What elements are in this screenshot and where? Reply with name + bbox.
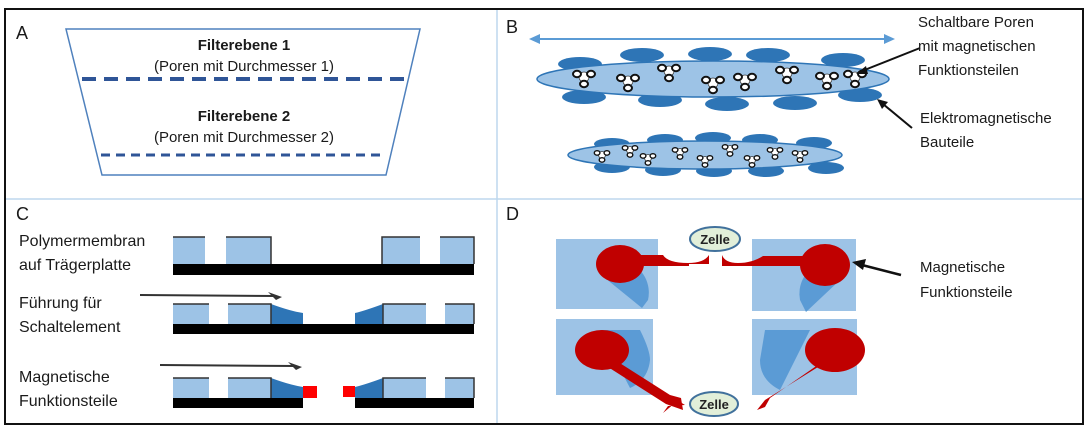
switchable-pore-icon xyxy=(791,149,809,163)
filter-trapezoid xyxy=(65,28,421,176)
layer2-subtitle: (Poren mit Durchmesser 2) xyxy=(154,129,334,146)
switch-bottom-right xyxy=(752,319,865,410)
switchable-pore-icon xyxy=(671,146,689,160)
row1-label-line2: auf Trägerplatte xyxy=(19,257,131,274)
guide-element-left xyxy=(271,304,303,324)
electromagnetic-part xyxy=(773,96,817,110)
switchable-pore-icon xyxy=(721,143,739,157)
panel-b-letter: B xyxy=(506,17,518,37)
switchable-pore-icon xyxy=(743,154,761,168)
guide-element-right xyxy=(355,304,383,324)
cell-bottom: Zelle xyxy=(689,391,739,417)
callout-arrow-pores xyxy=(861,47,921,72)
carrier-plate xyxy=(173,264,474,275)
callout-pores-line2: mit magnetischen xyxy=(918,38,1036,55)
panel-c: C Polymermembran auf Trägerplatte Führun… xyxy=(16,204,475,410)
electromagnetic-part xyxy=(838,88,882,102)
arrow-head-icon xyxy=(288,362,302,370)
callout-em-line2: Bauteile xyxy=(920,134,974,151)
electromagnetic-part xyxy=(705,97,749,111)
row3-membrane xyxy=(173,377,475,408)
layer1-subtitle: (Poren mit Durchmesser 1) xyxy=(154,58,334,75)
switchable-pore-icon xyxy=(701,75,725,95)
electromagnetic-part xyxy=(562,90,606,104)
callout-arrow-electromagnetic xyxy=(882,103,913,129)
panel-b: B Schaltbare Poren mit magnetischen Funk… xyxy=(506,14,1052,177)
panel-c-letter: C xyxy=(16,204,29,224)
membrane-large xyxy=(536,47,890,111)
switchable-pore-icon xyxy=(621,144,639,158)
row2-label-line2: Schaltelement xyxy=(19,319,121,336)
row1-label-line1: Polymermembran xyxy=(19,233,145,250)
arrow-head-icon xyxy=(852,259,866,270)
switchable-pore-icon xyxy=(775,65,799,85)
callout-em-line1: Elektromagnetische xyxy=(920,110,1052,127)
electromagnetic-part xyxy=(808,162,844,174)
switch-bottom-left xyxy=(556,319,685,413)
switchable-pore-icon xyxy=(733,72,757,92)
row3-label-line2: Funktionsteile xyxy=(19,393,118,410)
figure-frame xyxy=(4,8,1084,425)
cell-top-label: Zelle xyxy=(700,232,730,247)
magnetic-part-right xyxy=(343,386,355,397)
row1-membrane xyxy=(173,236,475,275)
switch-top-left xyxy=(556,239,709,309)
panel-d-letter: D xyxy=(506,204,519,224)
switch-top-right xyxy=(722,239,856,312)
membrane-small xyxy=(567,132,844,177)
electromagnetic-part xyxy=(688,47,732,61)
panel-a-letter: A xyxy=(16,23,28,43)
row3-label-line1: Magnetische xyxy=(19,369,110,386)
arrow-head-icon xyxy=(268,292,282,300)
callout-pores-line3: Funktionsteilen xyxy=(918,62,1019,79)
arrow-head-icon xyxy=(877,99,888,109)
switchable-pore-icon xyxy=(616,73,640,93)
cell-top: Zelle xyxy=(689,226,741,252)
switchable-pore-icon xyxy=(696,154,714,168)
arrow-right-head-icon xyxy=(884,34,895,44)
electromagnetic-part xyxy=(620,48,664,62)
callout-pores-line1: Schaltbare Poren xyxy=(918,14,1034,31)
cell-bottom-label: Zelle xyxy=(699,397,729,412)
guide-arrow-line xyxy=(159,364,297,367)
row2-label-line1: Führung für xyxy=(19,295,102,312)
callout-magnetic-line2: Funktionsteile xyxy=(920,284,1013,301)
callout-magnetic-line1: Magnetische xyxy=(920,259,1005,276)
electromagnetic-part xyxy=(821,53,865,67)
switchable-pore-icon xyxy=(815,71,839,91)
arrow-left-head-icon xyxy=(529,34,540,44)
panel-a: A Filterebene 1 (Poren mit Durchmesser 1… xyxy=(16,23,421,176)
carrier-plate-right xyxy=(355,398,474,408)
layer2-title: Filterebene 2 xyxy=(198,108,291,125)
carrier-plate-left xyxy=(173,398,303,408)
switchable-pore-icon xyxy=(657,63,681,83)
guide-arrow-line xyxy=(139,294,277,297)
panel-d: D xyxy=(506,204,1013,417)
magnetic-part-left xyxy=(303,386,317,398)
switchable-pore-icon xyxy=(766,146,784,160)
switchable-pore-icon xyxy=(639,152,657,166)
layer1-title: Filterebene 1 xyxy=(198,37,291,54)
arrow-head-icon xyxy=(856,66,868,74)
switchable-pore-icon xyxy=(593,149,611,163)
row2-membrane xyxy=(173,303,475,334)
switchable-pore-icon xyxy=(572,69,596,89)
electromagnetic-part xyxy=(746,48,790,62)
callout-arrow-magnetic xyxy=(861,263,902,277)
carrier-plate xyxy=(173,324,474,334)
